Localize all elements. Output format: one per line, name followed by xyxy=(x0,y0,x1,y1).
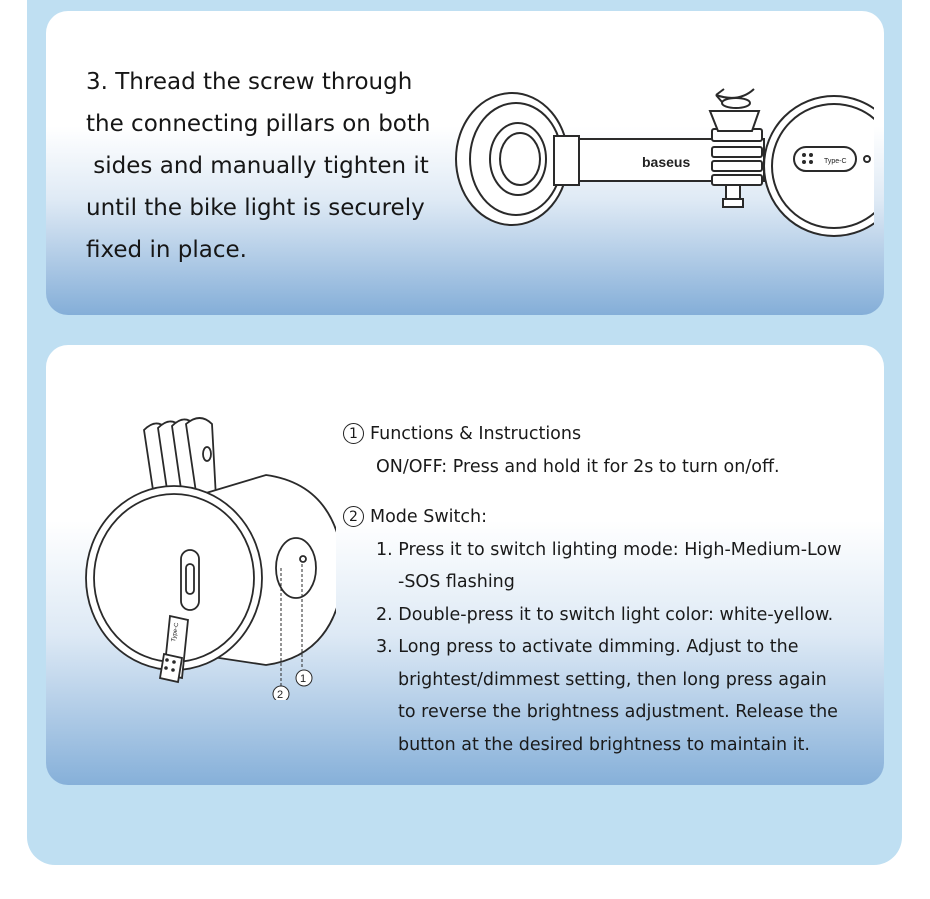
rotate-arrow-icon xyxy=(715,88,755,99)
function-item-1-title: Functions & Instructions xyxy=(370,424,582,444)
mode-step: brightest/dimmest setting, then long pre… xyxy=(398,669,827,690)
plug-port-label: Type-C xyxy=(171,622,180,643)
mode-step: -SOS flashing xyxy=(398,572,515,592)
step3-card: 3. Thread the screw through the connecti… xyxy=(46,11,884,315)
number-badge: 2 xyxy=(343,506,364,527)
mode-step: button at the desired brightness to main… xyxy=(398,734,810,755)
function-item-1-text: ON/OFF: Press and hold it for 2s to turn… xyxy=(376,456,780,477)
mode-step: 2. Double-press it to switch light color… xyxy=(376,604,834,625)
step3-instructions: 3. Thread the screw through the connecti… xyxy=(86,61,466,271)
bike-light-mount-illustration: baseus Type-C xyxy=(455,88,874,237)
functions-list: 1 Functions & Instructions ON/OFF: Press … xyxy=(343,418,873,761)
port-label: Type-C xyxy=(824,158,847,165)
mode-step: to reverse the brightness adjustment. Re… xyxy=(398,702,838,722)
step3-line: sides and manually tighten it xyxy=(86,153,429,179)
callout-2-label: 2 xyxy=(277,689,283,700)
step3-line: 3. Thread the screw through xyxy=(86,69,413,95)
mode-step: 3. Long press to activate dimming. Adjus… xyxy=(376,637,799,657)
bike-light-side-illustration: Type-C 1 2 xyxy=(85,417,336,700)
step3-line: until the bike light is securely xyxy=(86,195,425,221)
callout-1-marker xyxy=(295,669,313,687)
brand-label: baseus xyxy=(642,154,690,170)
function-item-1-heading: 1 Functions & Instructions xyxy=(343,418,873,451)
callout-2-marker xyxy=(272,685,290,700)
functions-card: Type-C 1 2 1 Functions & Instructions ON/… xyxy=(46,345,884,785)
step3-line: fixed in place. xyxy=(86,237,247,263)
function-item-2-heading: 2 Mode Switch: xyxy=(343,501,873,534)
step3-line: the connecting pillars on both xyxy=(86,111,431,137)
mode-step: 1. Press it to switch lighting mode: Hig… xyxy=(376,539,842,560)
function-item-2-title: Mode Switch: xyxy=(370,507,487,527)
callout-1-label: 1 xyxy=(300,673,306,685)
number-badge: 1 xyxy=(343,423,364,444)
